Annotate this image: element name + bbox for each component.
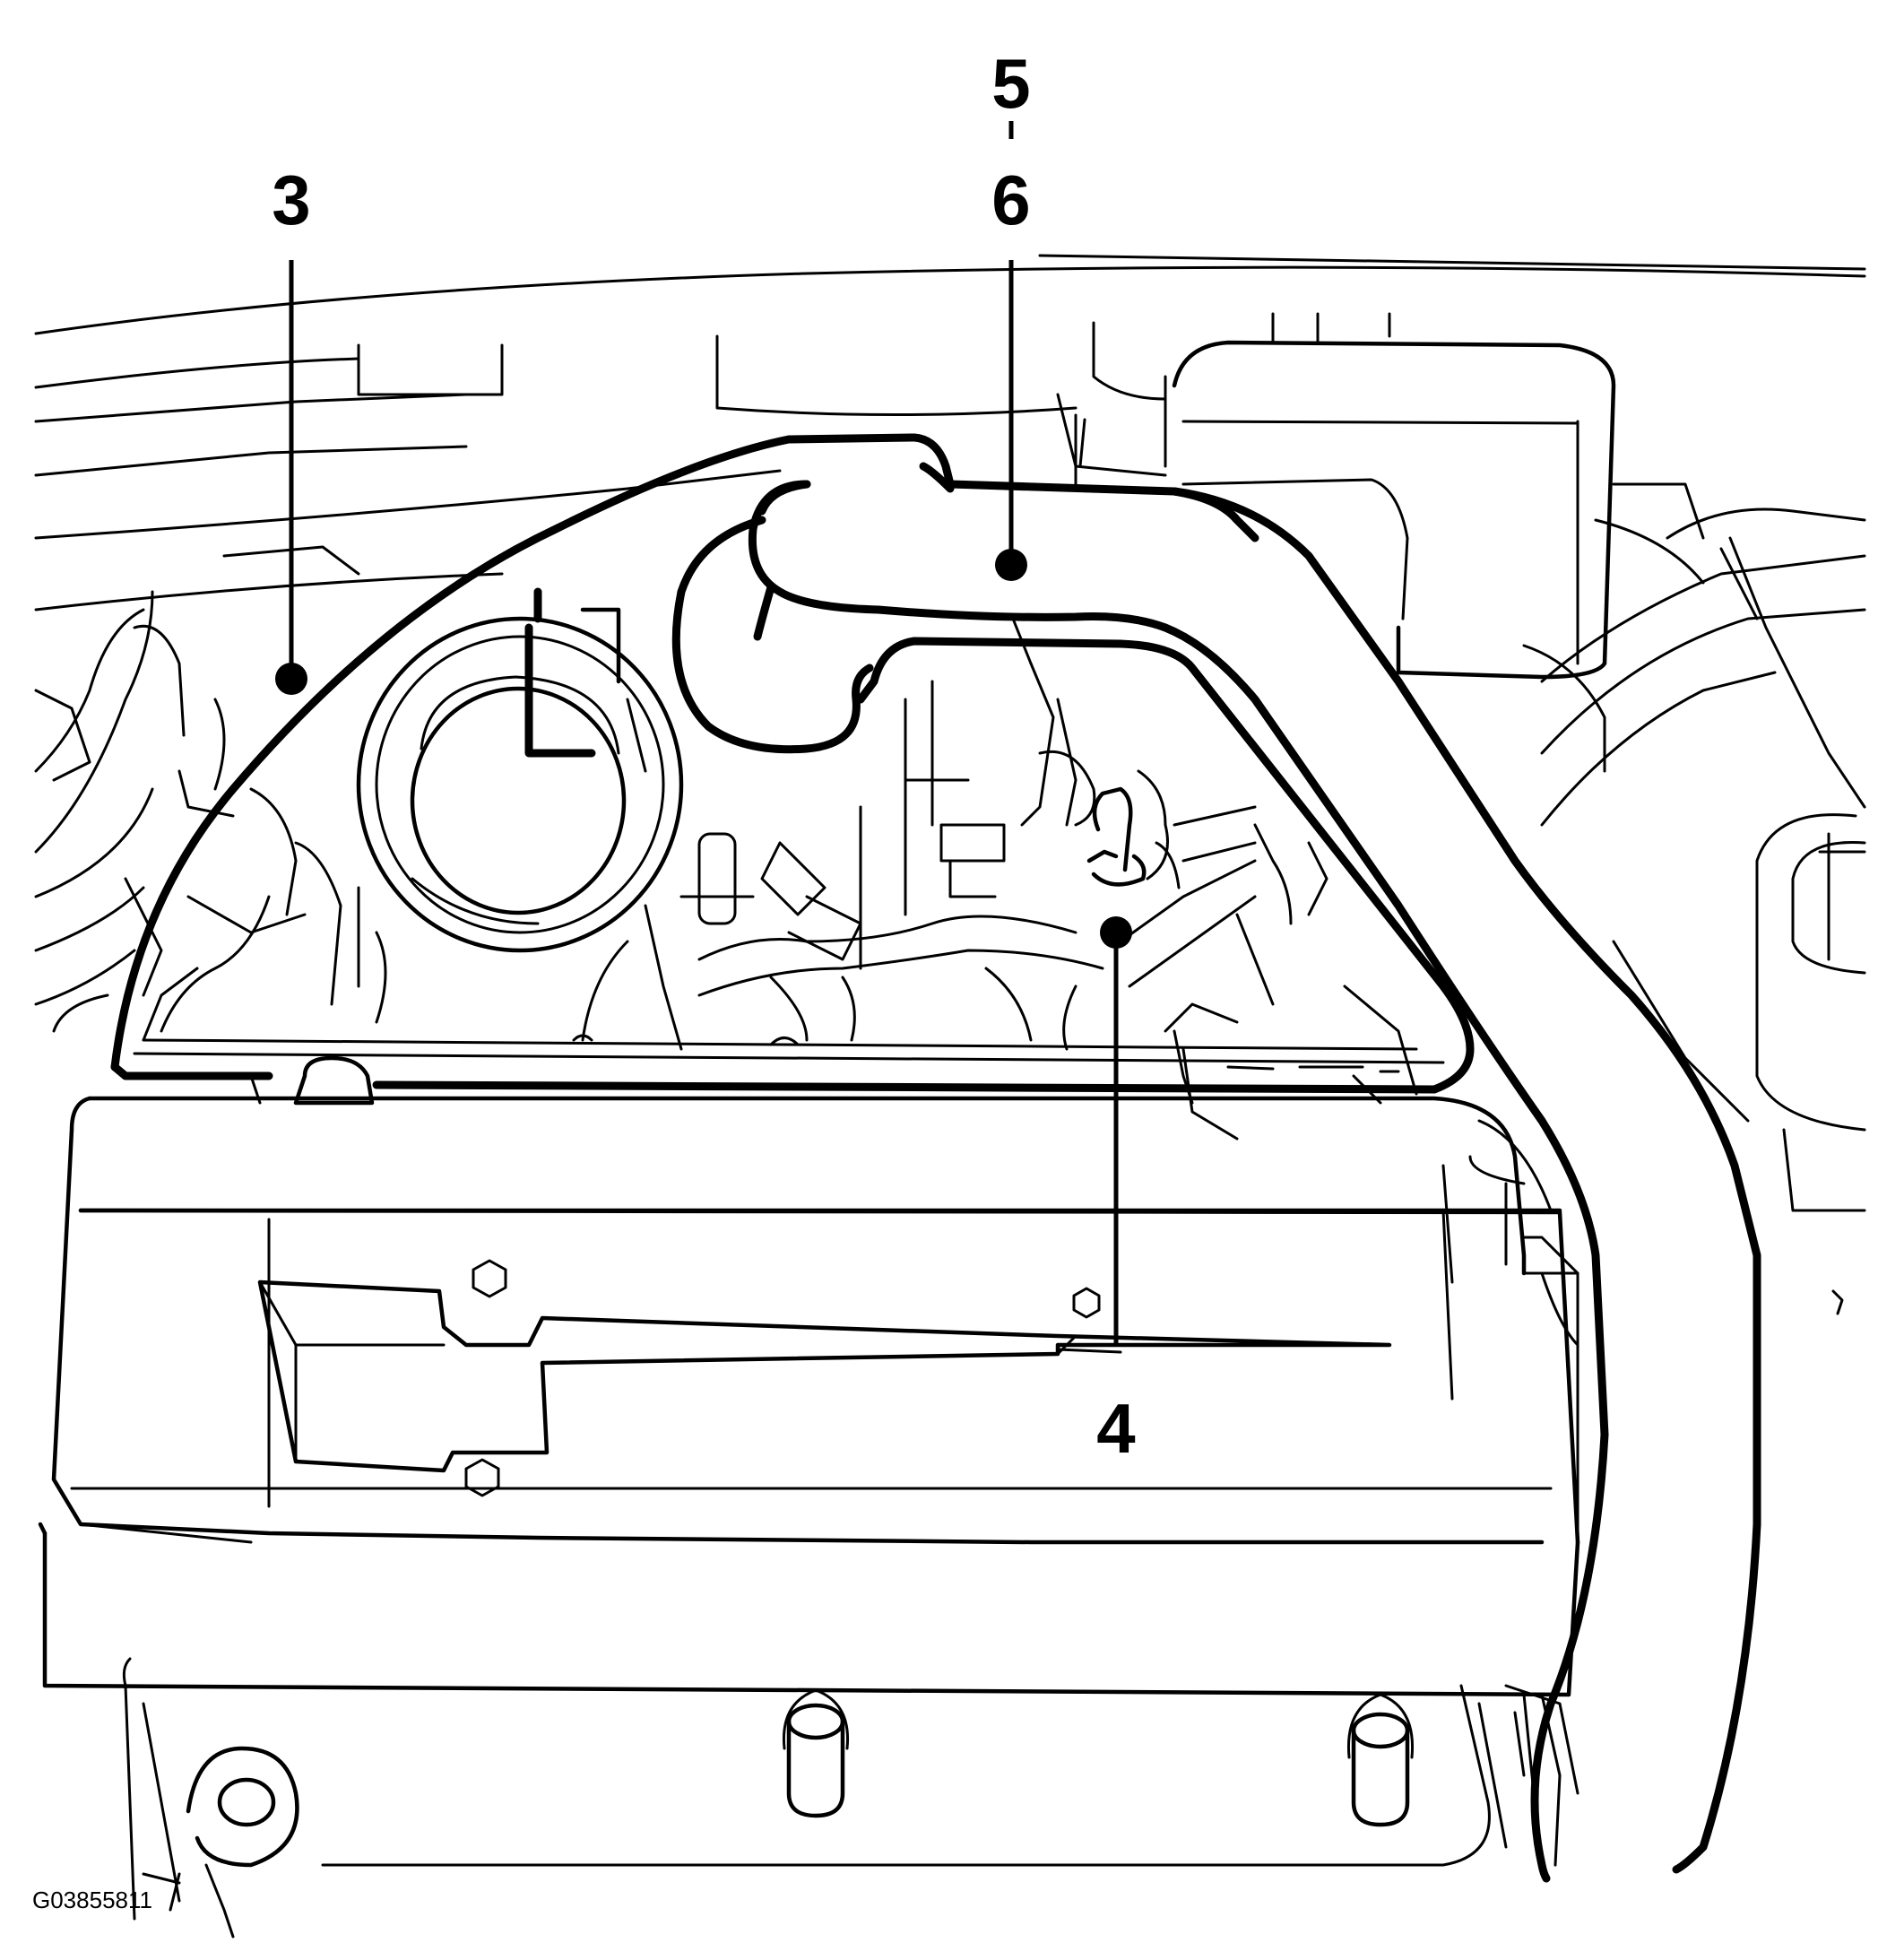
callout-3-label: 3 (272, 160, 310, 239)
battery-box (1164, 340, 1616, 680)
left-clutter (34, 545, 387, 1033)
lower-hoses (581, 859, 1418, 1141)
callout-5-6: 5 6 (991, 44, 1031, 581)
callout-3-dot (275, 663, 307, 695)
callout-4: 4 (1096, 916, 1136, 1468)
background-lines (34, 254, 1866, 612)
engine-cover-outline (110, 433, 1475, 1105)
callout-6-label: 6 (991, 160, 1030, 239)
central-components (679, 617, 1328, 970)
callout-5-6-dot (995, 549, 1027, 581)
figure-code: G03855811 (32, 1887, 152, 1913)
callout-4-label: 4 (1096, 1389, 1135, 1468)
right-hoses (1522, 482, 1866, 1315)
air-intake-hose (671, 462, 1761, 1883)
callout-5-label: 5 (991, 44, 1030, 123)
cylinder-head (38, 1522, 1580, 1939)
intake-manifold (51, 1096, 1580, 1545)
callout-4-dot (1100, 916, 1132, 949)
callout-3: 3 (272, 160, 311, 695)
cover-fastener (249, 1055, 375, 1106)
oil-filler-neck (356, 587, 684, 953)
